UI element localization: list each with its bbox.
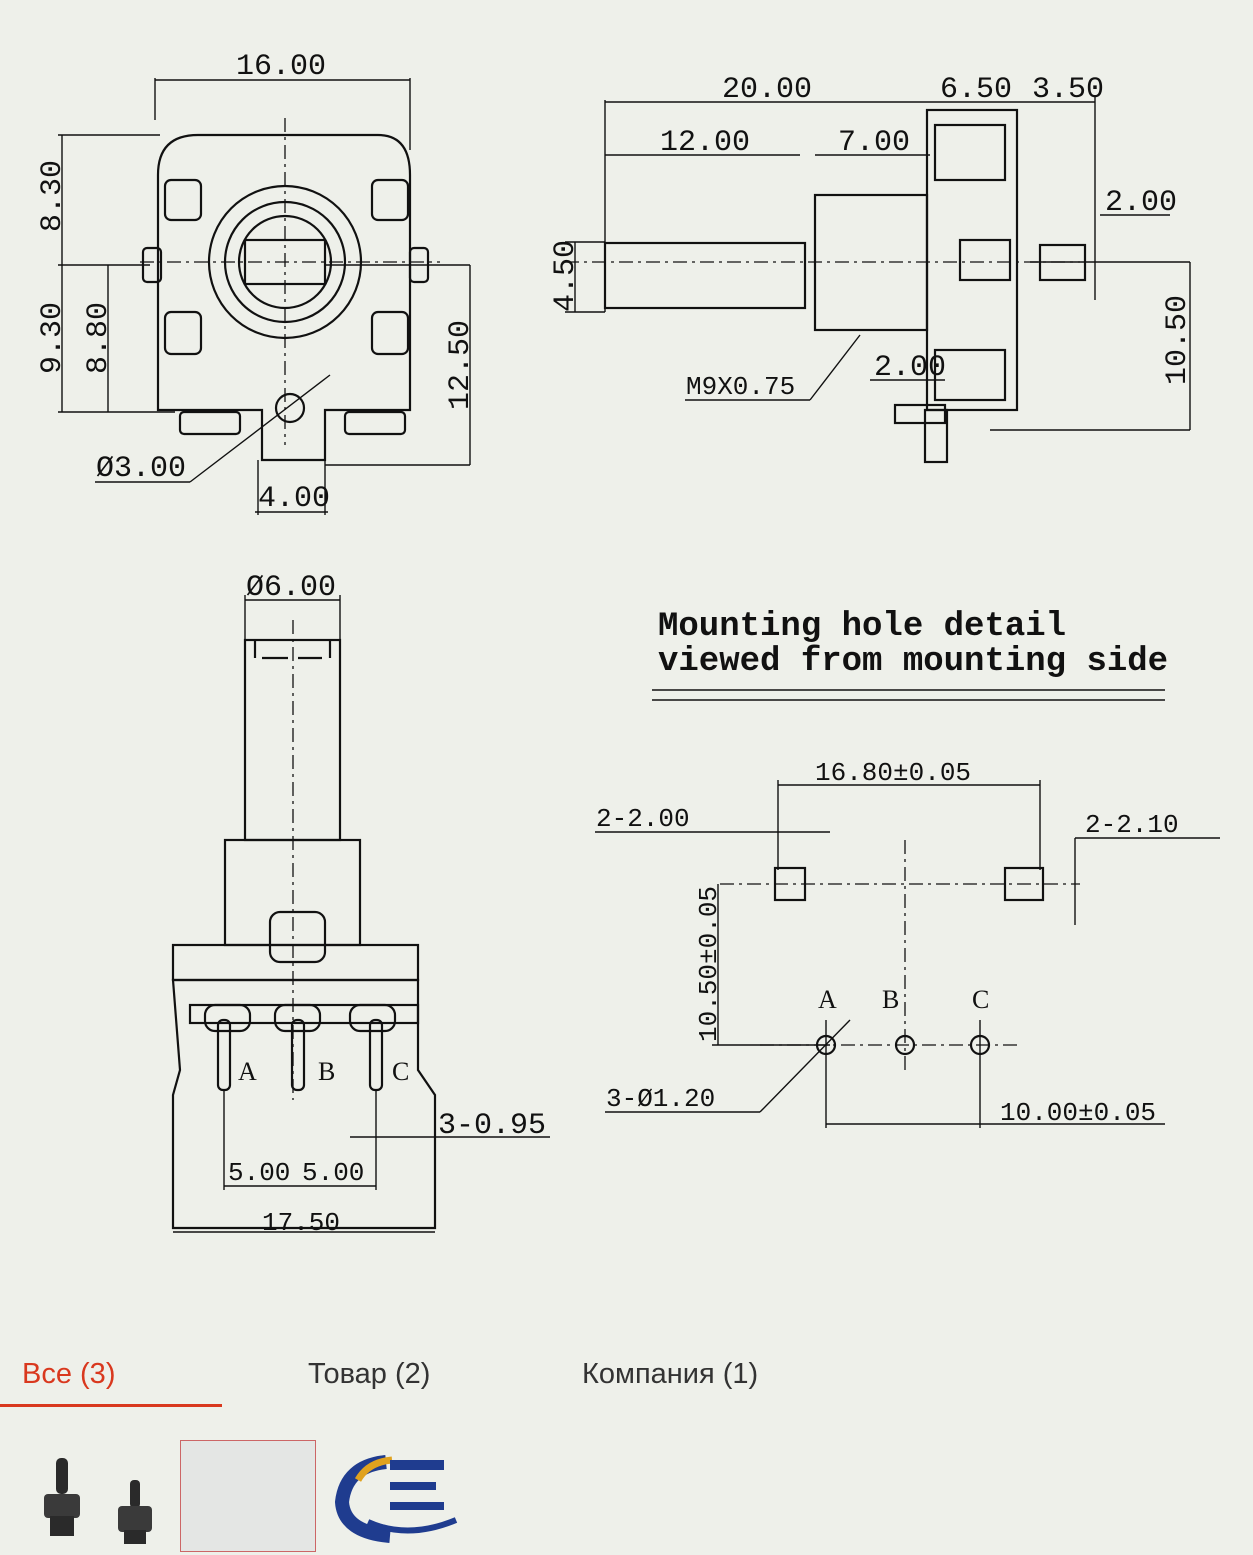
- dim-total: 20.00: [722, 73, 812, 107]
- result-tabs: Все (3) Товар (2) Компания (1): [0, 1338, 1253, 1408]
- company-logo-icon[interactable]: [328, 1440, 462, 1550]
- dim-pin: 2.00: [1105, 186, 1177, 220]
- result-thumbnails: [0, 1430, 1253, 1552]
- dim-hole-right: 2-2.10: [1085, 810, 1179, 840]
- pin-label-a: A: [238, 1057, 257, 1086]
- dim-width: 16.00: [236, 50, 326, 84]
- potentiometer-product-icon[interactable]: [30, 1440, 164, 1550]
- dim-bush: 7.00: [838, 126, 910, 160]
- dim-h1: 8.30: [36, 160, 70, 232]
- pin-label-c: C: [392, 1057, 409, 1086]
- mounting-title-1: Mounting hole detail: [658, 608, 1066, 646]
- side-view: 20.00 6.50 3.50 12.00 7.00 4.50 2.00 10.…: [549, 73, 1195, 464]
- dim-h3: 8.80: [82, 302, 116, 374]
- blank-product-icon[interactable]: [180, 1440, 316, 1552]
- dim-span: 16.80±0.05: [815, 758, 971, 788]
- dim-d2: 3.50: [1032, 73, 1104, 107]
- dim-h4: 12.50: [444, 320, 478, 410]
- hole-label-b: B: [882, 985, 899, 1014]
- tab-all[interactable]: Все (3): [22, 1358, 116, 1390]
- pin-label-b: B: [318, 1057, 335, 1086]
- dim-shaft-dia: Ø6.00: [246, 571, 336, 605]
- hole-label-c: C: [972, 985, 989, 1014]
- dim-h1-side: 4.50: [549, 240, 583, 312]
- hole-label-a: A: [818, 985, 837, 1014]
- mounting-detail: Mounting hole detail viewed from mountin…: [595, 608, 1220, 1128]
- dim-hole-left: 2-2.00: [596, 804, 690, 834]
- dim-d1: 6.50: [940, 73, 1012, 107]
- tab-companies[interactable]: Компания (1): [582, 1358, 759, 1390]
- dim-pin-holes: 3-Ø1.20: [606, 1084, 715, 1114]
- front-view: Ø6.00 A B C 5.00 5.00 3-0.95 17.50: [171, 571, 550, 1238]
- dim-pin2: 2.00: [874, 351, 946, 385]
- dim-front-width: 17.50: [262, 1208, 340, 1238]
- dim-pitch1: 5.00: [228, 1158, 290, 1188]
- dim-pin-width: 3-0.95: [438, 1109, 546, 1143]
- dim-pin-span: 10.00±0.05: [1000, 1098, 1156, 1128]
- dim-shaft: 12.00: [660, 126, 750, 160]
- active-tab-indicator: [0, 1404, 222, 1407]
- dim-thread: M9X0.75: [686, 372, 795, 402]
- dim-h2-side: 10.50: [1161, 295, 1195, 385]
- dim-pitch2: 5.00: [302, 1158, 364, 1188]
- dim-h2: 9.30: [36, 302, 70, 374]
- dim-vertical: 10.50±0.05: [694, 886, 724, 1042]
- technical-drawing: 16.00 8.30 9.30 8.80 12.50 Ø3.00: [36, 50, 1220, 1238]
- mounting-title-2: viewed from mounting side: [658, 643, 1168, 681]
- tab-products[interactable]: Товар (2): [308, 1358, 431, 1390]
- dim-w4: 4.00: [258, 482, 330, 516]
- top-view: 16.00 8.30 9.30 8.80 12.50 Ø3.00: [36, 50, 478, 516]
- dim-dia: Ø3.00: [96, 452, 186, 486]
